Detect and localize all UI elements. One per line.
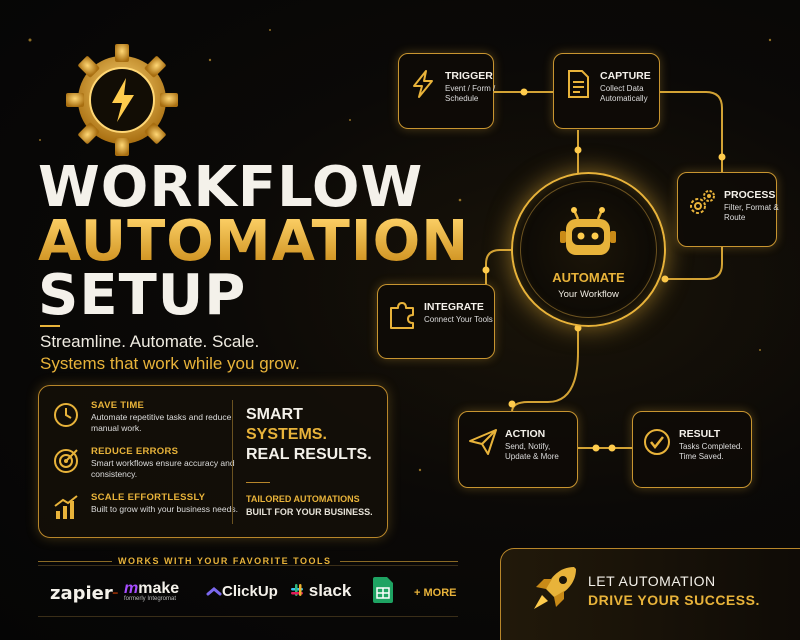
tailored-line-2: BUILT FOR YOUR BUSINESS.	[246, 507, 373, 517]
node-result: RESULT Tasks Completed. Time Saved.	[632, 411, 752, 488]
node-title: ACTION	[505, 428, 546, 440]
node-trigger: TRIGGER Event / Form / Schedule	[398, 53, 495, 129]
title-line-2: AUTOMATION	[38, 209, 470, 274]
clock-icon	[54, 403, 78, 427]
google-sheets-icon	[373, 577, 393, 603]
lightning-icon	[413, 70, 433, 98]
connector-process-center	[665, 247, 723, 280]
make-mark: m	[124, 580, 139, 597]
document-icon	[568, 70, 589, 98]
slack-mark-icon	[291, 584, 303, 596]
automate-hub-inner-ring	[520, 181, 657, 318]
node-desc: Filter, Format & Route	[724, 203, 779, 223]
make-sublabel: formerly Integromat	[124, 596, 177, 602]
tagline-primary: Streamline. Automate. Scale.	[40, 332, 260, 351]
smart-line-1: SMART	[246, 406, 303, 423]
panel-divider	[232, 400, 233, 524]
zapier-mark: _	[112, 583, 118, 594]
clickup-label: ClickUp	[222, 583, 278, 600]
cta-banner	[500, 548, 800, 640]
node-integrate: INTEGRATE Connect Your Tools	[377, 284, 495, 359]
node-title: PROCESS	[724, 189, 776, 201]
title-underline	[40, 325, 60, 327]
benefit-title: REDUCE ERRORS	[91, 446, 179, 457]
cta-line-1: LET AUTOMATION	[588, 573, 716, 589]
zapier-logo: zapier_	[50, 583, 118, 604]
more-tools-label: + MORE	[414, 587, 457, 599]
slack-label: slack	[308, 581, 352, 600]
rocket-icon	[534, 567, 576, 609]
title-line-3: SETUP	[38, 263, 247, 328]
benefit-title: SAVE TIME	[91, 400, 145, 411]
node-title: RESULT	[679, 428, 721, 440]
connector-capture-process	[660, 91, 723, 172]
tools-strip	[38, 565, 458, 617]
node-capture: CAPTURE Collect Data Automatically	[553, 53, 660, 129]
cta-line-2: DRIVE YOUR SUCCESS.	[588, 592, 760, 608]
benefits-panel: SAVE TIME Automate repetitive tasks and …	[38, 385, 388, 538]
zapier-label: zapier	[50, 583, 113, 604]
tools-rule-left	[38, 561, 112, 562]
connector-center-integrate	[485, 249, 513, 285]
hub-subtitle: Your Workflow	[558, 289, 619, 300]
node-desc: Collect Data Automatically	[600, 84, 648, 104]
node-desc: Event / Form / Schedule	[445, 84, 496, 104]
benefit-title: SCALE EFFORTLESSLY	[91, 492, 206, 503]
node-title: CAPTURE	[600, 70, 651, 82]
target-icon	[54, 449, 78, 473]
smart-divider	[246, 482, 270, 483]
benefit-desc: Smart workflows ensure accuracy and cons…	[91, 458, 235, 479]
smart-line-2: SYSTEMS.	[246, 426, 327, 443]
tools-heading: WORKS WITH YOUR FAVORITE TOOLS	[118, 556, 332, 566]
puzzle-icon	[390, 302, 414, 329]
title-line-1: WORKFLOW	[38, 155, 424, 220]
clickup-logo: ClickUp	[206, 583, 278, 600]
node-desc: Send, Notify, Update & More	[505, 442, 559, 462]
node-desc: Connect Your Tools	[424, 315, 493, 324]
robot-icon	[560, 207, 616, 255]
benefit-desc: Built to grow with your business needs.	[91, 504, 238, 514]
clickup-mark-icon	[206, 587, 222, 596]
hub-title: AUTOMATE	[552, 270, 625, 285]
paper-plane-icon	[469, 429, 497, 455]
growth-chart-icon	[54, 495, 78, 519]
slack-logo: slack	[290, 581, 351, 601]
node-action: ACTION Send, Notify, Update & More	[458, 411, 578, 488]
node-title: INTEGRATE	[424, 301, 484, 313]
node-title: TRIGGER	[445, 70, 493, 82]
benefit-desc: Automate repetitive tasks and reduce man…	[91, 412, 232, 433]
node-desc: Tasks Completed. Time Saved.	[679, 442, 743, 462]
tools-rule-right	[340, 561, 458, 562]
make-label: make	[138, 580, 180, 597]
gears-icon	[690, 190, 715, 214]
tagline-secondary: Systems that work while you grow.	[40, 354, 300, 373]
smart-line-3: REAL RESULTS.	[246, 446, 372, 463]
make-logo: mmake formerly Integromat	[124, 580, 179, 602]
check-circle-icon	[644, 429, 670, 455]
node-process: PROCESS Filter, Format & Route	[677, 172, 779, 247]
gear-lightning-icon	[66, 44, 178, 156]
tailored-line-1: TAILORED AUTOMATIONS	[246, 494, 360, 504]
